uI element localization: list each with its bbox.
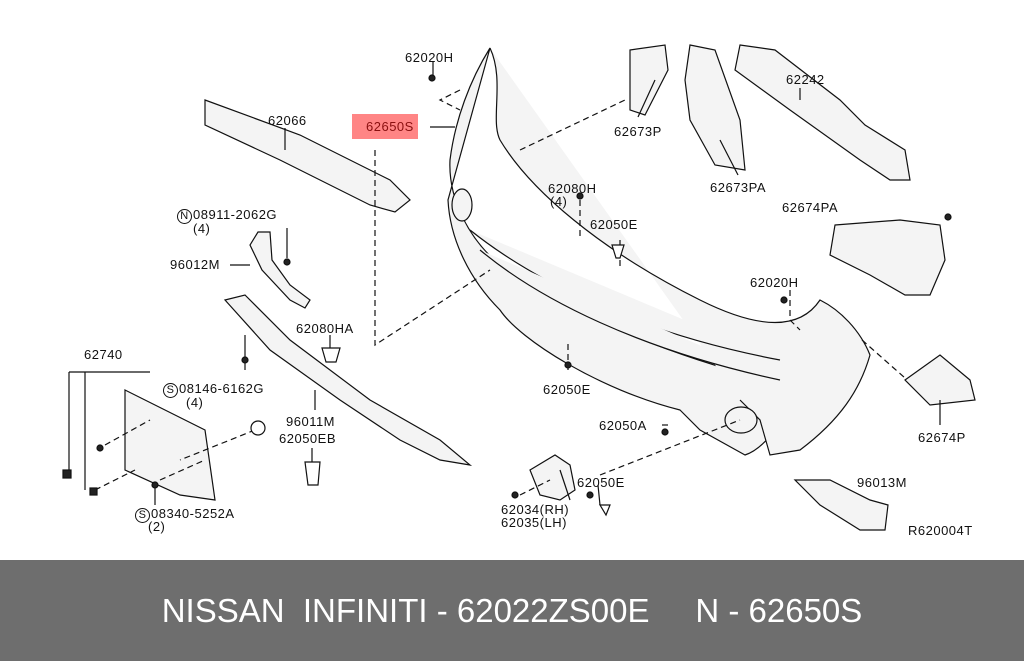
label-62050EB: 62050EB: [279, 431, 336, 446]
label-62673PA: 62673PA: [710, 180, 767, 195]
label-62674PA: 62674PA: [782, 200, 839, 215]
part-62740: [124, 389, 216, 501]
part-62674PA: [829, 219, 946, 296]
label-62080HA: 62080HA: [296, 321, 354, 336]
label-08340-qty: (2): [148, 519, 166, 534]
label-96012M: 96012M: [170, 257, 220, 272]
label-62020H: 62020H: [405, 50, 454, 65]
screw-symbol: S: [163, 383, 178, 398]
label-62035-lh: 62035(LH): [501, 515, 567, 530]
part-96012M: [249, 231, 311, 309]
label-62674P: 62674P: [918, 430, 966, 445]
label-08146-qty: (4): [186, 395, 204, 410]
part-62673PA: [684, 44, 746, 171]
bumper-fascia: [447, 47, 871, 456]
label-62066: 62066: [268, 113, 307, 128]
label-62673P: 62673P: [614, 124, 662, 139]
part-fog-bracket: [529, 454, 576, 501]
part-62066: [204, 99, 411, 213]
part-96011M: [223, 294, 473, 466]
part-number-banner: NISSAN INFINITI - 62022ZS00E N - 62650S: [0, 560, 1024, 661]
label-62242: 62242: [786, 72, 825, 87]
label-62080H: 62080H: [548, 181, 597, 196]
clips: [250, 244, 625, 517]
label-62050A: 62050A: [599, 418, 647, 433]
label-62080H-qty: (4): [550, 194, 568, 209]
part-62673P: [629, 44, 669, 116]
label-62050E: 62050E: [577, 475, 625, 490]
nut-symbol: N: [177, 209, 192, 224]
label-62740: 62740: [84, 347, 123, 362]
part-number: 08146-6162G: [179, 381, 265, 396]
part-number: 08340-5252A: [151, 506, 235, 521]
label-62050E: 62050E: [543, 382, 591, 397]
label-62050E: 62050E: [590, 217, 638, 232]
label-62034-rh: 62034(RH): [501, 502, 570, 517]
part-96013M: [793, 479, 889, 531]
label-96013M: 96013M: [857, 475, 907, 490]
leader-lines: [68, 62, 941, 506]
parts-diagram: [62, 44, 976, 531]
diagram-reference-code: R620004T: [908, 523, 973, 538]
label-96011M: 96011M: [286, 414, 336, 429]
fasteners: [62, 74, 952, 499]
label-62650S-highlighted: 62650S: [352, 114, 418, 139]
screw-symbol: S: [135, 508, 150, 523]
label-62020H: 62020H: [750, 275, 799, 290]
part-62242: [734, 44, 911, 181]
part-62674P: [904, 354, 976, 406]
banner-text: NISSAN INFINITI - 62022ZS00E N - 62650S: [161, 591, 863, 629]
label-08911-qty: (4): [193, 221, 211, 236]
part-number: 08911-2062G: [193, 207, 278, 222]
dashed-guide-lines: [94, 89, 906, 496]
